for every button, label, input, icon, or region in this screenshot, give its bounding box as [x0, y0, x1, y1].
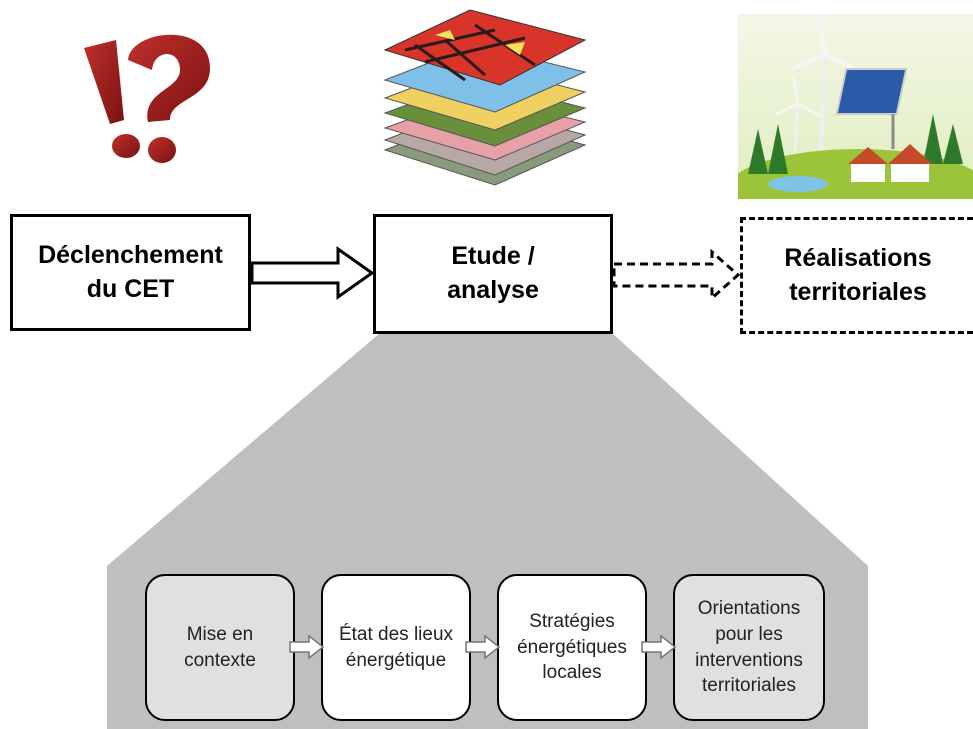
- step-local-strategies: Stratégies énergétiques locales: [497, 574, 647, 721]
- step-label: Stratégies énergétiques locales: [517, 611, 627, 684]
- trigger-box: Déclenchement du CET: [10, 214, 251, 331]
- map-layers-icon: [383, 9, 587, 186]
- step-arrow: [465, 634, 501, 660]
- step-label: État des lieux énergétique: [338, 623, 454, 671]
- hollow-arrow: [250, 246, 375, 300]
- trigger-label: Déclenchement du CET: [38, 240, 223, 303]
- exclamation-question-icon: [84, 34, 210, 163]
- step-orientations: Orientations pour les interventions terr…: [673, 574, 825, 721]
- outcomes-label: Réalisations territoriales: [784, 243, 932, 306]
- study-label: Etude / analyse: [447, 242, 539, 304]
- step-label: Mise en contexte: [184, 623, 256, 671]
- step-arrow: [289, 634, 325, 660]
- step-arrow: [641, 634, 677, 660]
- step-context: Mise en contexte: [145, 574, 295, 721]
- step-energy-status: État des lieux énergétique: [321, 574, 471, 721]
- dashed-arrow: [612, 248, 741, 302]
- step-label: Orientations pour les interventions terr…: [695, 598, 803, 697]
- study-box: Etude / analyse: [373, 214, 613, 334]
- outcomes-box: Réalisations territoriales: [740, 217, 973, 334]
- renewable-energy-icon: [738, 14, 973, 199]
